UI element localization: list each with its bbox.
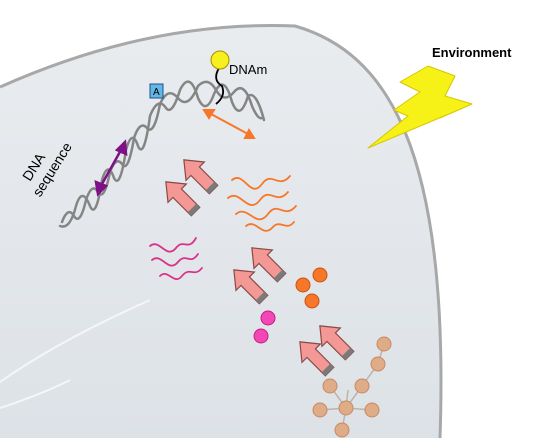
up-arrow	[319, 325, 355, 361]
arrow-pair-3	[299, 325, 355, 377]
metabolite-network	[312, 336, 392, 438]
cell-highlight	[0, 379, 71, 409]
a-badge-label: A	[153, 87, 160, 98]
cell-membrane	[0, 24, 443, 438]
orange-rna-squiggles	[227, 175, 297, 232]
up-arrow	[183, 159, 219, 195]
arrow-pair-1	[165, 159, 219, 217]
orange-protein-dots	[295, 267, 328, 309]
methyl-stalk	[215, 67, 225, 105]
purple-double-arrow	[94, 139, 128, 197]
a-badge	[149, 83, 164, 99]
down-arrow	[299, 341, 335, 377]
magenta-rna-squiggles	[149, 237, 203, 280]
lightning-bolt-icon	[367, 65, 473, 149]
environment-label: Environment	[432, 45, 512, 60]
methyl-ball	[210, 50, 230, 70]
up-arrow	[251, 247, 287, 283]
dna-helix	[58, 80, 266, 228]
cell-highlight	[0, 299, 151, 383]
down-arrow	[165, 181, 201, 217]
orange-double-arrow	[202, 109, 256, 139]
pink-metabolite-dots	[253, 310, 276, 344]
cell-body	[0, 25, 441, 438]
arrow-pair-2	[233, 247, 287, 305]
dnam-label: DNAm	[229, 62, 267, 77]
down-arrow	[233, 269, 269, 305]
